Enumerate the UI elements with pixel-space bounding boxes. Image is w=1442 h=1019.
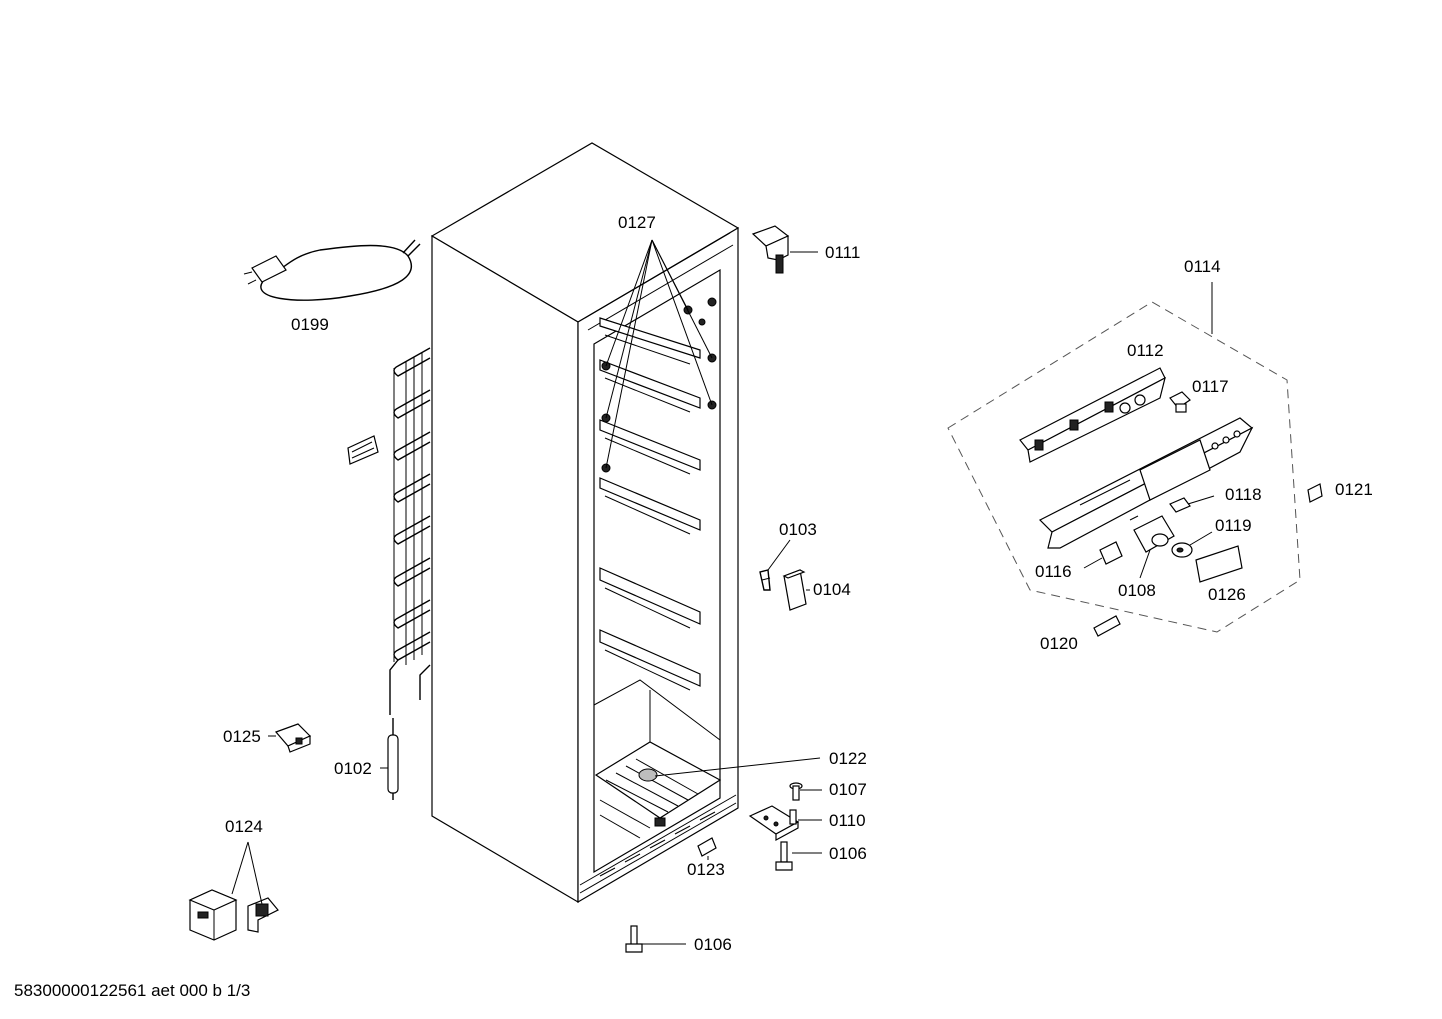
part-0121 xyxy=(1307,483,1323,503)
label-0112: 0112 xyxy=(1127,341,1164,360)
label-0126: 0126 xyxy=(1208,585,1246,604)
part-0110-bottom-hinge xyxy=(748,805,800,842)
power-cord xyxy=(243,239,421,301)
label-0118: 0118 xyxy=(1225,485,1262,504)
label-0122: 0122 xyxy=(829,749,867,768)
cabinet-body xyxy=(430,142,740,904)
label-0116: 0116 xyxy=(1035,562,1072,581)
label-0104: 0104 xyxy=(813,580,851,599)
condenser-coil xyxy=(389,347,431,715)
label-0120: 0120 xyxy=(1040,634,1078,653)
label-0119: 0119 xyxy=(1215,516,1252,535)
part-0104-cover xyxy=(782,569,807,611)
label-0124: 0124 xyxy=(225,817,263,836)
part-0123-clip xyxy=(697,837,717,857)
label-0106-lower: 0106 xyxy=(694,935,732,954)
control-panel-assembly xyxy=(947,301,1301,633)
part-labels: 0127 0111 0199 0114 0112 0117 0118 0119 … xyxy=(223,213,1373,954)
document-id: 58300000122561 aet 000 b 1/3 xyxy=(14,981,251,1000)
part-0120 xyxy=(1093,615,1121,637)
label-0125: 0125 xyxy=(223,727,261,746)
part-0124-relay xyxy=(188,889,279,941)
label-0106-upper: 0106 xyxy=(829,844,867,863)
top-hinge xyxy=(751,225,790,274)
part-0103-clip xyxy=(759,569,771,591)
label-0117: 0117 xyxy=(1192,377,1229,396)
part-0107-screw xyxy=(789,782,803,801)
label-0107: 0107 xyxy=(829,780,867,799)
label-0103: 0103 xyxy=(779,520,817,539)
label-0108: 0108 xyxy=(1118,581,1156,600)
part-0125-lamp-holder xyxy=(274,723,312,753)
leader-lines xyxy=(231,239,1215,945)
label-0102: 0102 xyxy=(334,759,372,778)
condenser-bracket xyxy=(347,435,379,465)
part-0106-foot-lower xyxy=(625,925,643,953)
label-0114: 0114 xyxy=(1184,257,1221,276)
part-0102-sensor xyxy=(387,718,399,800)
label-0121: 0121 xyxy=(1335,480,1373,499)
label-0111: 0111 xyxy=(825,243,860,262)
label-0199: 0199 xyxy=(291,315,329,334)
bottom-tray xyxy=(594,741,722,839)
label-0123: 0123 xyxy=(687,860,725,879)
label-0110: 0110 xyxy=(829,811,866,830)
label-0127: 0127 xyxy=(618,213,656,232)
part-0106-foot-upper xyxy=(775,841,793,871)
